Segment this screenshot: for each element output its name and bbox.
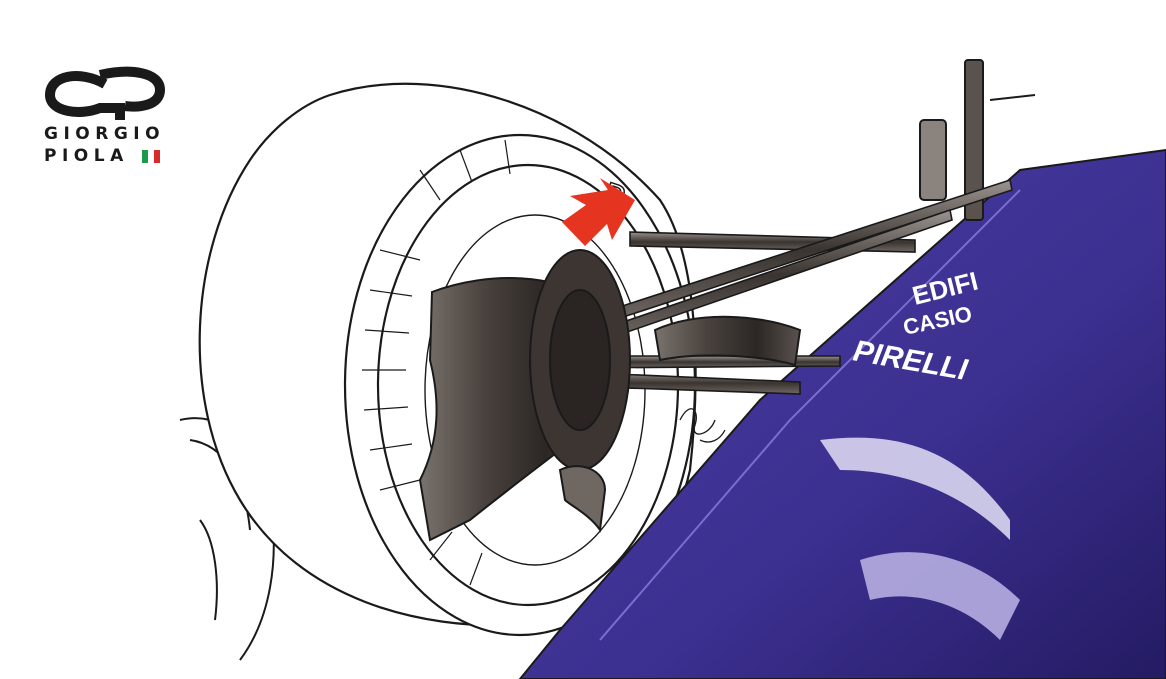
logo-mark xyxy=(44,66,166,120)
suspension-mount xyxy=(919,59,1036,221)
logo-text-first: GIORGIO xyxy=(44,124,166,144)
tyre-sidewall-marks xyxy=(362,139,511,586)
highlight-arrow-icon xyxy=(562,178,635,246)
flag-red xyxy=(154,150,160,163)
brake-duct xyxy=(418,249,631,542)
suspension-arms xyxy=(569,178,1013,395)
steering-fairing xyxy=(653,315,802,367)
logo-text-last: PIOLA xyxy=(44,146,129,166)
flag-green xyxy=(142,150,148,163)
flag-white xyxy=(148,150,154,163)
car-nose xyxy=(518,148,1166,679)
artist-signature xyxy=(679,408,726,443)
